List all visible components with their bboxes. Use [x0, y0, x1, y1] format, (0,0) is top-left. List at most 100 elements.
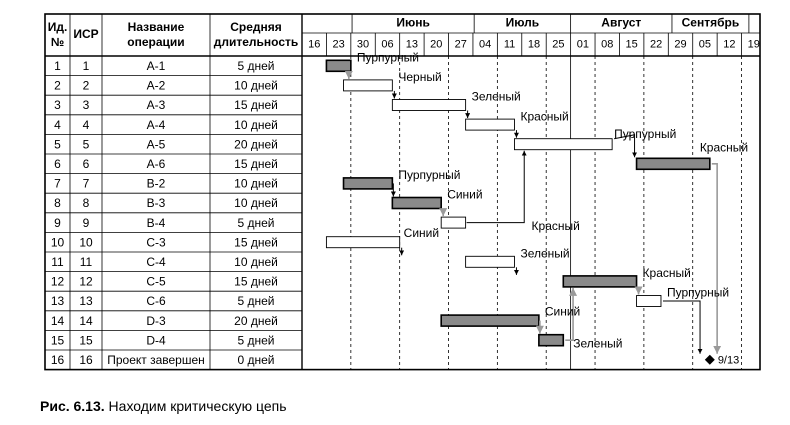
dependency-link: [466, 150, 527, 224]
row-duration: 10 дней: [234, 255, 278, 269]
row-name: A-5: [147, 137, 166, 151]
row-isr: 11: [80, 255, 93, 269]
task-bar: [465, 255, 515, 268]
day-label: 30: [357, 38, 369, 50]
month-label: Июль: [506, 16, 540, 30]
dependency-link: [614, 134, 638, 158]
row-id: 4: [54, 118, 61, 132]
resource-label: Синий: [447, 188, 482, 202]
month-label: Август: [601, 16, 641, 30]
task-bar: [465, 118, 515, 131]
row-duration: 5 дней: [237, 216, 274, 230]
resource-label: Красный: [532, 219, 580, 233]
row-isr: 15: [79, 333, 93, 347]
milestone-diamond: [704, 354, 715, 365]
name-header-line2: операции: [127, 35, 184, 49]
id-header: Ид.: [48, 20, 68, 34]
task-bar: [635, 157, 711, 171]
row-isr: 16: [79, 353, 93, 367]
day-label: 22: [650, 38, 662, 50]
resource-label: Пурпурный: [398, 168, 460, 182]
caption-label: Рис. 6.13.: [40, 398, 105, 414]
row-name: C-3: [146, 235, 166, 249]
row-id: 1: [54, 59, 61, 73]
row-duration: 20 дней: [234, 137, 278, 151]
row-name: A-6: [147, 157, 166, 171]
task-bar: [562, 275, 638, 288]
row-duration: 15 дней: [234, 98, 278, 112]
row-duration: 10 дней: [234, 118, 278, 132]
row-id: 12: [51, 275, 65, 289]
row-isr: 5: [83, 137, 90, 151]
row-duration: 20 дней: [234, 314, 278, 328]
row-name: A-4: [147, 118, 166, 132]
row-id: 13: [51, 294, 65, 308]
row-duration: 15 дней: [234, 235, 278, 249]
caption-text: Находим критическую цепь: [108, 398, 287, 414]
row-name: D-3: [146, 314, 166, 328]
row-id: 5: [54, 137, 61, 151]
dependency-link: [662, 300, 703, 354]
row-name: A-1: [147, 59, 166, 73]
resource-label: Пурпурный: [357, 50, 419, 64]
day-label: 16: [308, 38, 320, 50]
task-bar: [440, 216, 467, 229]
day-label: 12: [723, 38, 735, 50]
resource-label: Зеленый: [472, 90, 521, 104]
id-header-line2: №: [51, 35, 64, 49]
resource-label: Пурпурный: [667, 286, 729, 300]
task-bar: [391, 99, 467, 111]
dependency-link: [711, 163, 722, 354]
day-label: 27: [455, 38, 467, 50]
month-label: Сентябрь: [682, 16, 740, 30]
row-duration: 0 дней: [237, 353, 274, 367]
day-label: 13: [406, 38, 418, 50]
day-label: 25: [552, 38, 564, 50]
row-isr: 9: [83, 216, 90, 230]
row-duration: 5 дней: [237, 294, 274, 308]
task-bar: [325, 59, 352, 73]
row-name: C-5: [146, 275, 166, 289]
table-frame: [44, 13, 761, 371]
row-name: Проект завершен: [107, 353, 205, 367]
row-id: 16: [51, 353, 65, 367]
task-bar: [538, 333, 565, 347]
row-isr: 2: [83, 79, 90, 93]
task-bar: [342, 177, 394, 190]
row-id: 9: [54, 216, 61, 230]
row-id: 2: [54, 79, 61, 93]
resource-label: Красный: [700, 140, 748, 154]
row-duration: 10 дней: [234, 196, 278, 210]
day-label: 11: [504, 38, 515, 50]
resource-label: Черный: [398, 70, 441, 84]
row-isr: 8: [83, 196, 90, 210]
row-duration: 5 дней: [237, 59, 274, 73]
row-isr: 10: [79, 235, 93, 249]
row-isr: 6: [83, 157, 90, 171]
task-bar: [636, 295, 662, 307]
day-label: 01: [577, 38, 589, 50]
row-isr: 13: [79, 294, 93, 308]
row-name: C-4: [146, 255, 166, 269]
figure-caption: Рис. 6.13. Находим критическую цепь: [40, 398, 287, 414]
row-duration: 5 дней: [237, 333, 274, 347]
name-header: Название: [128, 20, 185, 34]
row-duration: 10 дней: [234, 79, 278, 93]
day-label: 19: [748, 38, 760, 50]
isr-header: ИСР: [73, 27, 98, 41]
row-name: B-4: [147, 216, 166, 230]
day-label: 08: [601, 38, 613, 50]
day-label: 18: [528, 38, 540, 50]
day-label: 20: [430, 38, 442, 50]
milestone-label: 9/13: [718, 355, 739, 367]
day-label: 04: [479, 38, 491, 50]
day-label: 06: [381, 38, 393, 50]
row-duration: 15 дней: [234, 157, 278, 171]
row-duration: 15 дней: [234, 275, 278, 289]
row-name: A-3: [147, 98, 166, 112]
row-duration: 10 дней: [234, 177, 278, 191]
row-id: 11: [51, 255, 64, 269]
day-label: 23: [333, 38, 345, 50]
resource-label: Красный: [520, 109, 568, 123]
